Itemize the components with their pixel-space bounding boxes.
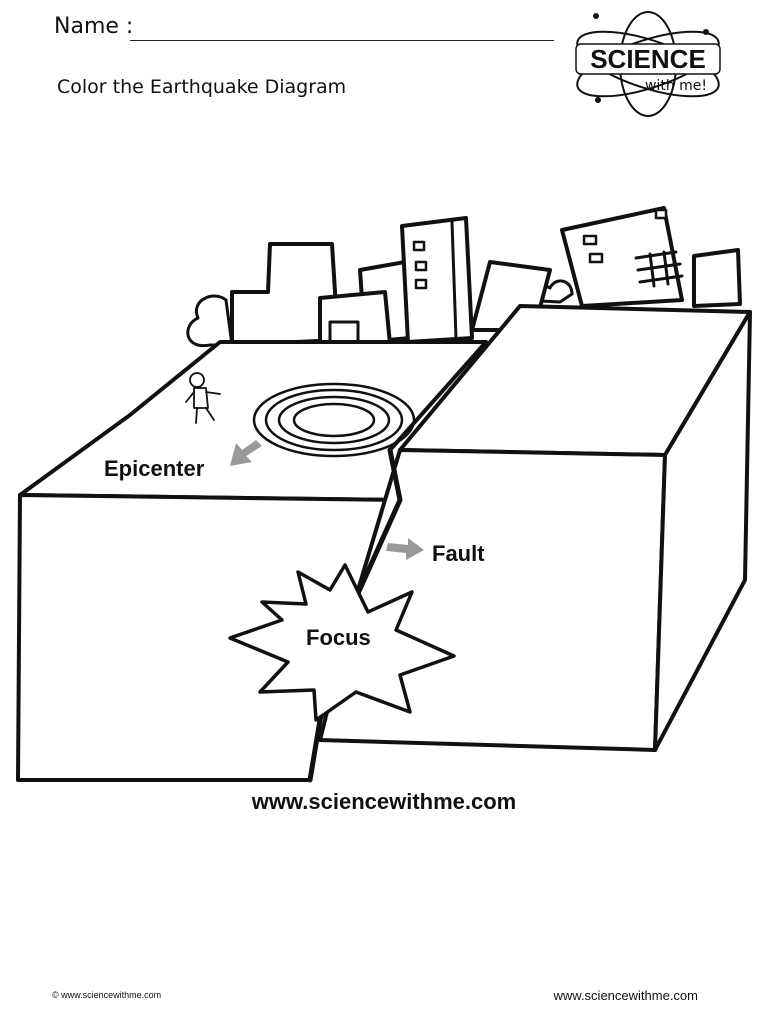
- person-arm: [185, 391, 195, 403]
- right-block-front: [318, 448, 667, 752]
- logo-banner: [575, 43, 721, 75]
- building-grid-windows: [634, 250, 684, 288]
- building: [692, 248, 742, 308]
- seismic-ring: [277, 395, 391, 445]
- logo-science-text: SCIENCE: [590, 44, 706, 74]
- building-window: [414, 260, 428, 272]
- footer-copyright: © www.sciencewithme.com: [52, 990, 162, 1000]
- name-row: Name :: [54, 12, 554, 46]
- logo-electron: [593, 13, 599, 19]
- seismic-ring: [264, 388, 404, 452]
- person-leg: [195, 407, 198, 424]
- arrows: [230, 440, 424, 560]
- seismic-ring: [292, 402, 376, 438]
- logo-orbit: [576, 30, 720, 98]
- person-body: [193, 387, 209, 409]
- logo-tagline: with me!: [645, 78, 707, 94]
- building-window: [412, 240, 426, 252]
- footer-website: www.sciencewithme.com: [553, 988, 699, 1003]
- person-leg: [205, 407, 215, 421]
- person-arm: [205, 391, 221, 395]
- building-window: [328, 320, 360, 344]
- website-url: www.sciencewithme.com: [251, 789, 517, 814]
- focus-starburst: [228, 563, 456, 722]
- building-window: [582, 234, 598, 246]
- building-window: [414, 278, 428, 290]
- right-block-side: [653, 310, 752, 752]
- logo-electron: [703, 29, 709, 35]
- earthquake-diagram: [16, 206, 752, 783]
- bush: [186, 294, 234, 348]
- building-window: [588, 252, 604, 264]
- person-head: [189, 372, 205, 388]
- building: [400, 216, 474, 344]
- science-with-me-logo: SCIENCE with me!: [575, 11, 721, 117]
- seismic-ring: [252, 382, 416, 458]
- label-epicenter: Epicenter: [104, 456, 205, 481]
- building-window: [654, 208, 668, 220]
- name-label: Name :: [54, 14, 134, 39]
- label-fault: Fault: [432, 541, 485, 566]
- name-input-line[interactable]: [130, 40, 554, 41]
- logo-orbit: [576, 30, 720, 98]
- worksheet-title: Color the Earthquake Diagram: [57, 76, 347, 98]
- logo-electron: [595, 97, 601, 103]
- epicenter-arrow: [230, 440, 262, 466]
- fault-arrow: [386, 538, 424, 560]
- building-edge: [450, 220, 458, 340]
- label-focus: Focus: [306, 625, 371, 650]
- person: [185, 372, 221, 424]
